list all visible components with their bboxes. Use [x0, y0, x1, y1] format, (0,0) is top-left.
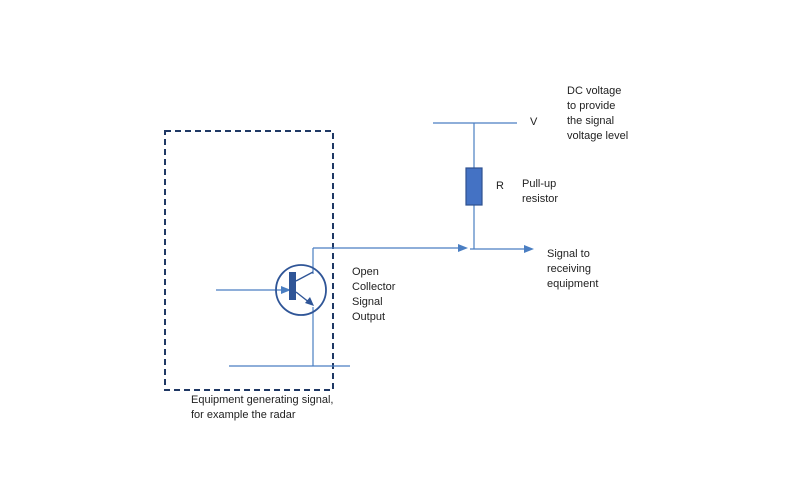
pullup-resistor [465, 167, 483, 206]
signal-to-receiver-arrowhead [524, 245, 534, 253]
open-collector-label: Open Collector Signal Output [352, 266, 396, 323]
signal-to-receiver-label: Signal to receiving equipment [547, 248, 599, 290]
equipment-label: Equipment generating signal, for example… [191, 394, 334, 421]
output-line-arrowhead [458, 244, 468, 252]
dc-voltage-label: DC voltage to provide the signal voltage… [567, 85, 629, 142]
npn-transistor [275, 264, 327, 316]
transistor-base-bar [289, 272, 296, 300]
voltage-v-label: V [530, 116, 538, 128]
base-input-arrowhead [281, 286, 291, 294]
transistor-circle [275, 264, 327, 316]
equipment-boundary-box [164, 130, 334, 391]
resistor-r-label: R [496, 180, 504, 192]
transistor-emitter-arrow [305, 297, 314, 306]
transistor-collector-leg [295, 271, 314, 282]
pullup-resistor-label: Pull-up resistor [522, 178, 559, 205]
